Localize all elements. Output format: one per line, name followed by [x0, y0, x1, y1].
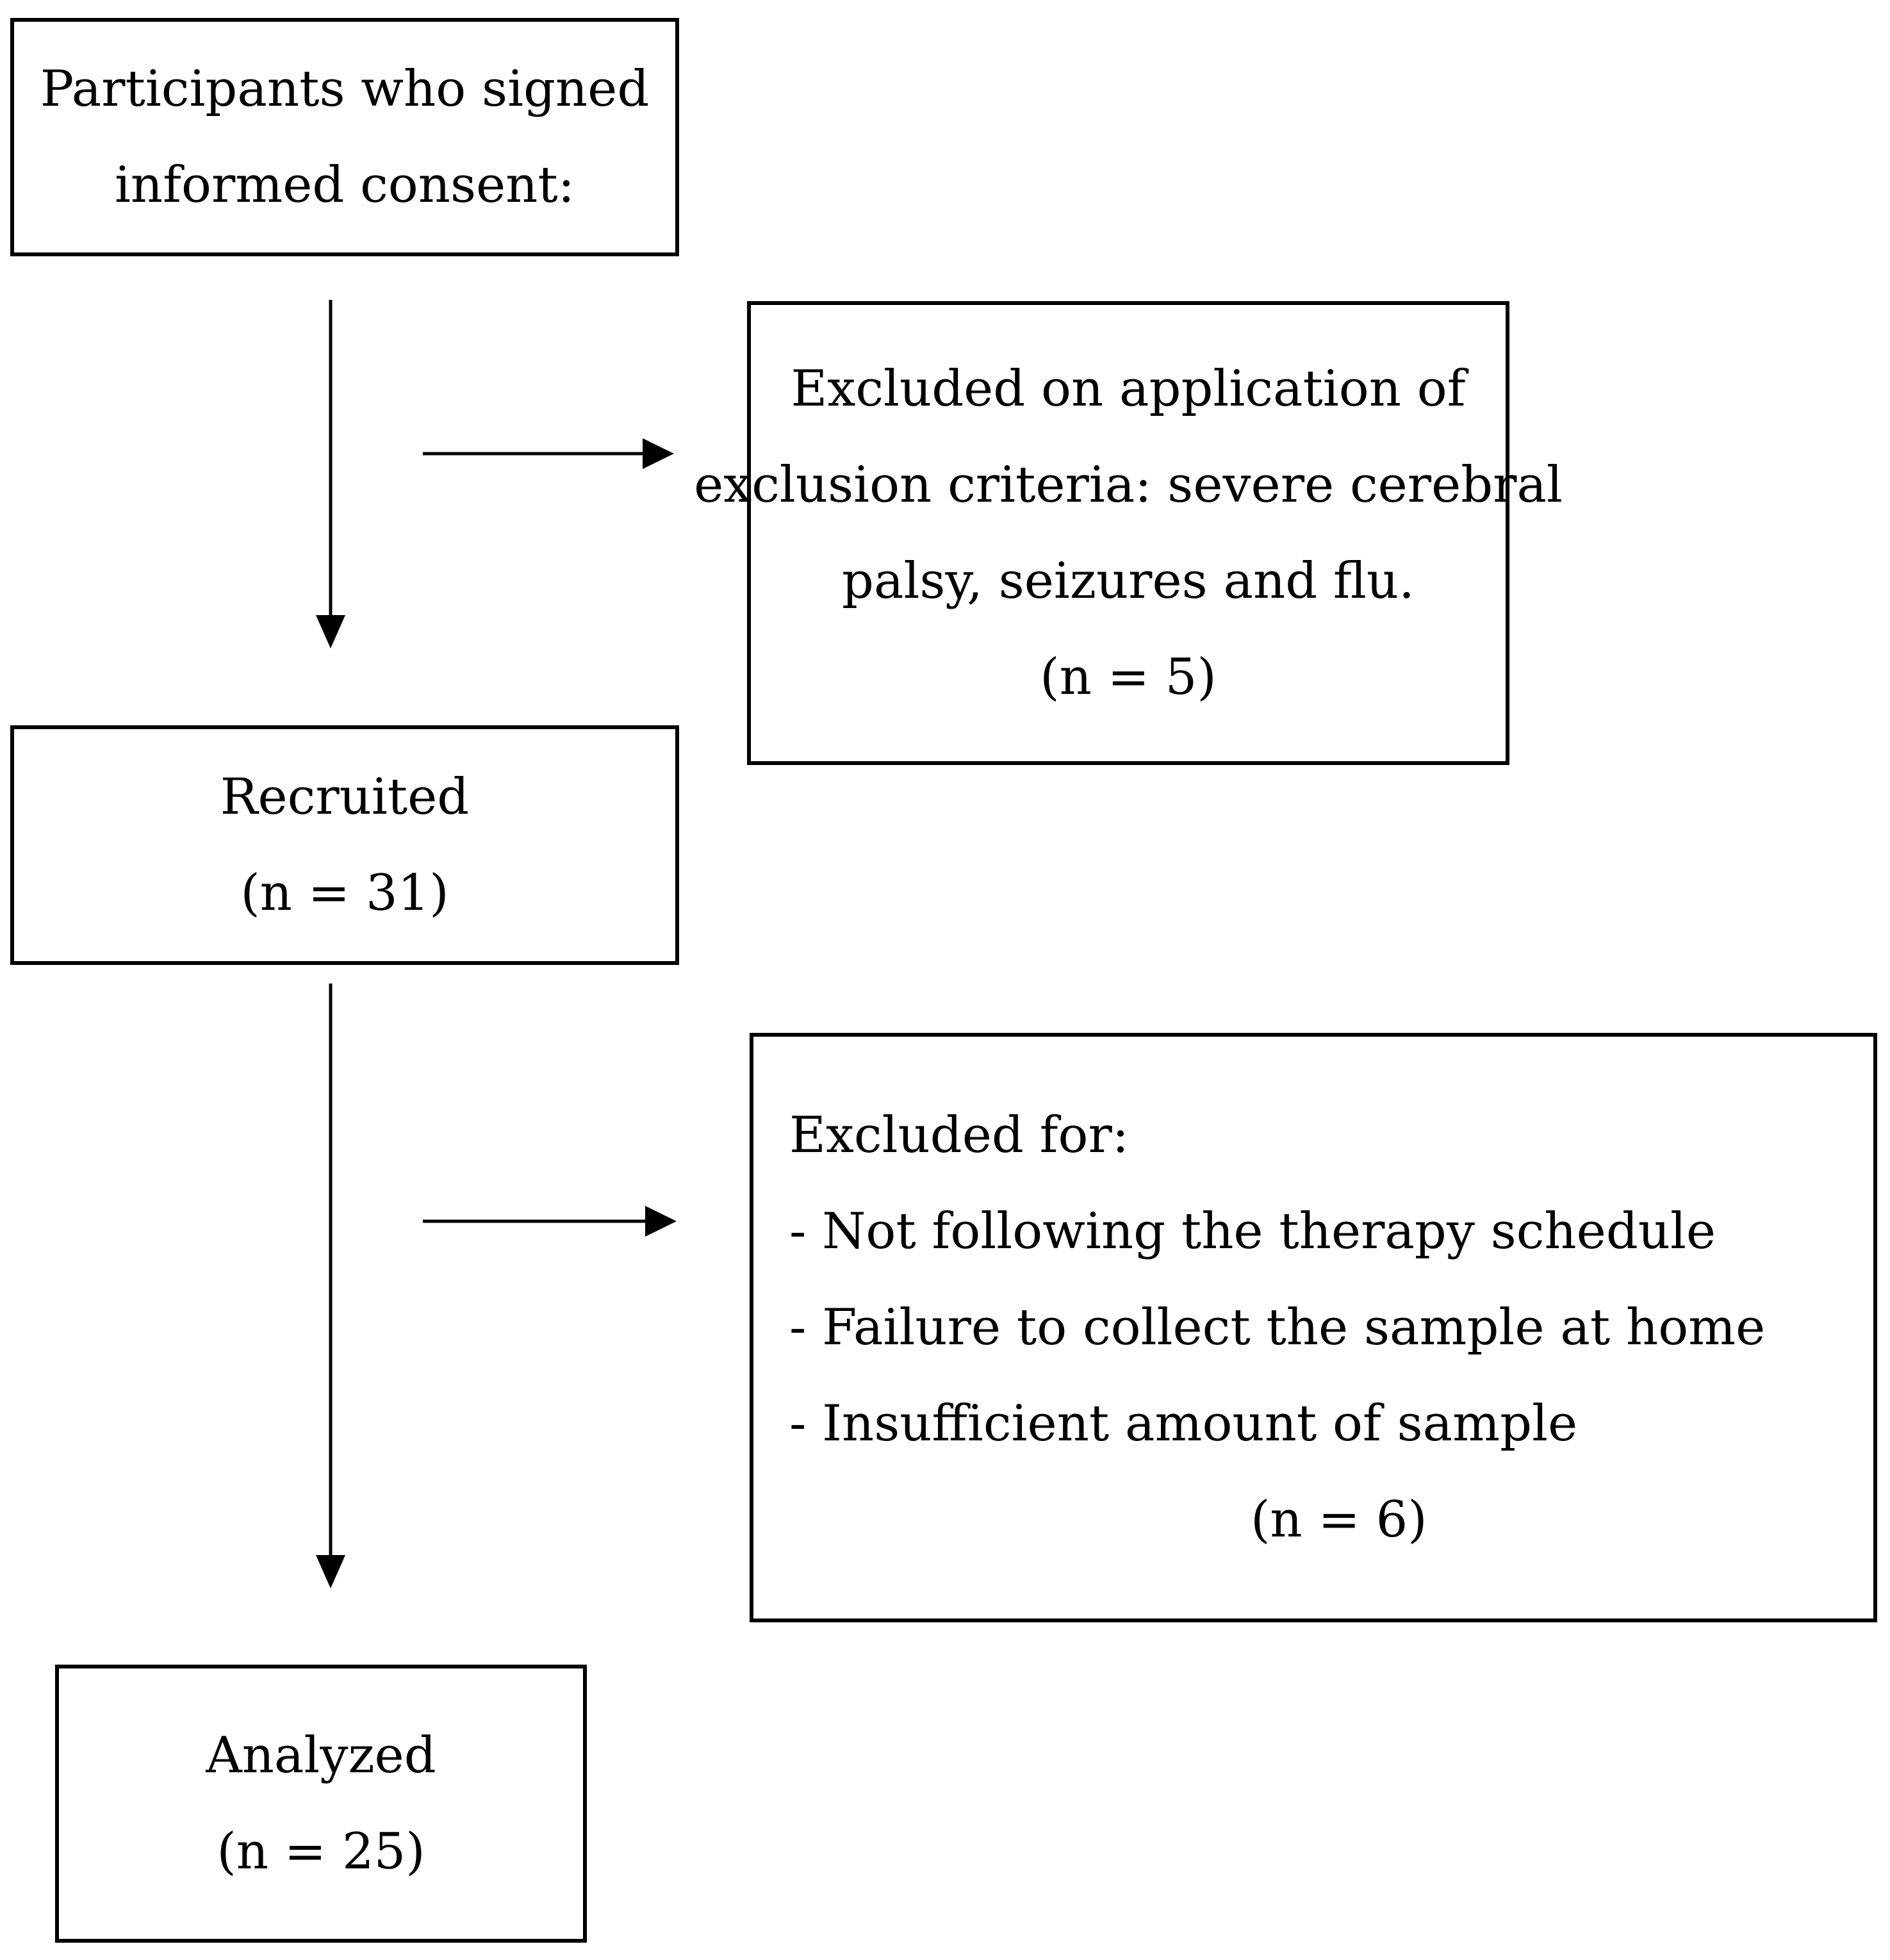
recruited-label: Recruited: [220, 768, 470, 826]
exclusion2-heading: Excluded for:: [789, 1107, 1130, 1164]
arrow-recruited-to-analyzed: [316, 984, 345, 1588]
exclusion1-line-2: exclusion criteria: severe cerebral: [694, 456, 1563, 514]
exclusion1-line-3: palsy, seizures and flu.: [842, 552, 1415, 610]
recruited-box: Recruited (n = 31): [10, 725, 679, 965]
exclusion2-reason-3: - Insufficient amount of sample: [789, 1395, 1578, 1453]
exclusion-criteria-box: Excluded on application of exclusion cri…: [694, 301, 1563, 765]
consent-line-2: informed consent:: [114, 156, 575, 214]
consent-line-1: Participants who signed: [40, 60, 650, 118]
exclusion1-count: (n = 5): [1040, 648, 1217, 706]
arrow-consent-to-recruited: [316, 300, 345, 648]
analyzed-count: (n = 25): [217, 1823, 425, 1881]
arrow-to-exclusion2: [423, 1206, 677, 1237]
exclusion2-count: (n = 6): [1251, 1491, 1427, 1549]
consent-box: Participants who signed informed consent…: [10, 18, 679, 256]
analyzed-label: Analyzed: [206, 1727, 436, 1784]
analyzed-box: Analyzed (n = 25): [55, 1665, 587, 1943]
exclusion-reasons-box: Excluded for: - Not following the therap…: [750, 1033, 1877, 1622]
recruited-count: (n = 31): [240, 864, 449, 922]
exclusion2-reason-1: - Not following the therapy schedule: [789, 1203, 1716, 1260]
exclusion1-line-1: Excluded on application of: [791, 360, 1466, 418]
exclusion2-reason-2: - Failure to collect the sample at home: [789, 1299, 1766, 1356]
arrow-to-exclusion1: [423, 438, 674, 469]
